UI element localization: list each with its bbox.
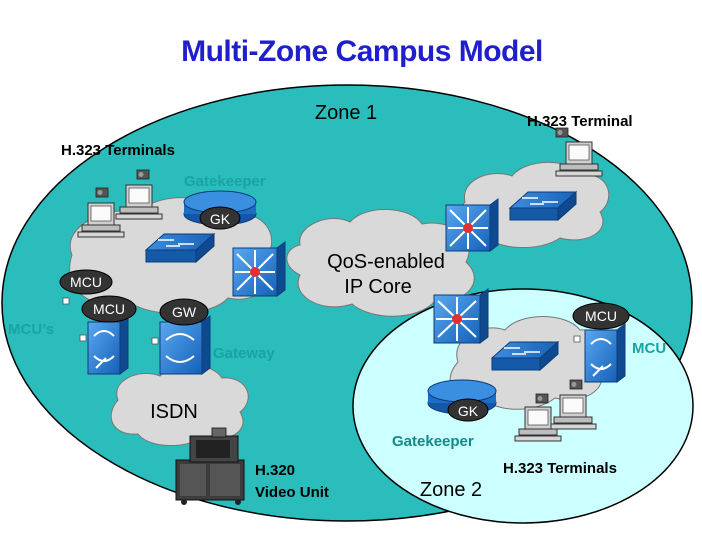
mcu-device-zone2 bbox=[584, 323, 626, 383]
gk-badge-zone1: GK bbox=[210, 211, 231, 227]
core-switch-upper-right bbox=[445, 198, 499, 252]
h323-terminals-zone2-label: H.323 Terminals bbox=[503, 460, 617, 477]
gatekeeper-zone2-label: Gatekeeper bbox=[392, 433, 474, 450]
core-label-line1: QoS-enabled bbox=[327, 251, 445, 273]
zone1-label: Zone 1 bbox=[315, 102, 377, 124]
mcu-zone2-port bbox=[573, 335, 581, 343]
mcu-device-zone1 bbox=[87, 315, 129, 375]
gw-badge-shape bbox=[159, 298, 209, 326]
isdn-cloud bbox=[110, 364, 249, 447]
mcu-badge-top: MCU bbox=[70, 274, 102, 290]
mcu-port-2 bbox=[79, 334, 87, 342]
gateway-label: Gateway bbox=[213, 345, 275, 362]
h323-terminal-remote-label: H.323 Terminal bbox=[527, 113, 633, 130]
gw-badge: GW bbox=[172, 304, 197, 320]
mcu-badge-front-shape bbox=[81, 295, 137, 323]
isdn-label: ISDN bbox=[150, 401, 198, 423]
mcu-badge-zone2-shape bbox=[572, 302, 630, 330]
mcu-zone2-label: MCU bbox=[632, 340, 666, 357]
gk-badge-zone2: GK bbox=[458, 403, 479, 419]
gateway-device bbox=[159, 315, 211, 375]
core-label-line2: IP Core bbox=[344, 276, 411, 298]
h323-terminals-zone1-label: H.323 Terminals bbox=[61, 142, 175, 159]
mcu-port-1 bbox=[62, 297, 70, 305]
switch-zone2 bbox=[490, 340, 560, 372]
h320-label-line2: Video Unit bbox=[255, 484, 329, 501]
h320-label-line1: H.320 bbox=[255, 462, 295, 479]
switch-upper-right bbox=[508, 190, 578, 222]
zone2-label: Zone 2 bbox=[420, 479, 482, 501]
gateway-port bbox=[151, 337, 159, 345]
gatekeeper-router-zone1 bbox=[183, 190, 257, 230]
mcus-label: MCU’s bbox=[8, 321, 54, 338]
qos-core-cloud bbox=[286, 209, 475, 317]
page-title: Multi-Zone Campus Model bbox=[181, 35, 543, 68]
mcu-badge-front: MCU bbox=[93, 301, 125, 317]
core-switch-left bbox=[232, 241, 286, 297]
gatekeeper-zone1-label: Gatekeeper bbox=[184, 173, 266, 190]
gatekeeper-router-zone2 bbox=[427, 379, 497, 422]
mcu-badge-top-shape bbox=[59, 269, 113, 295]
h320-video-unit bbox=[175, 427, 245, 505]
mcu-badge-zone2: MCU bbox=[585, 308, 617, 324]
switch-zone1 bbox=[144, 232, 216, 264]
core-switch-zone2 bbox=[433, 288, 489, 344]
